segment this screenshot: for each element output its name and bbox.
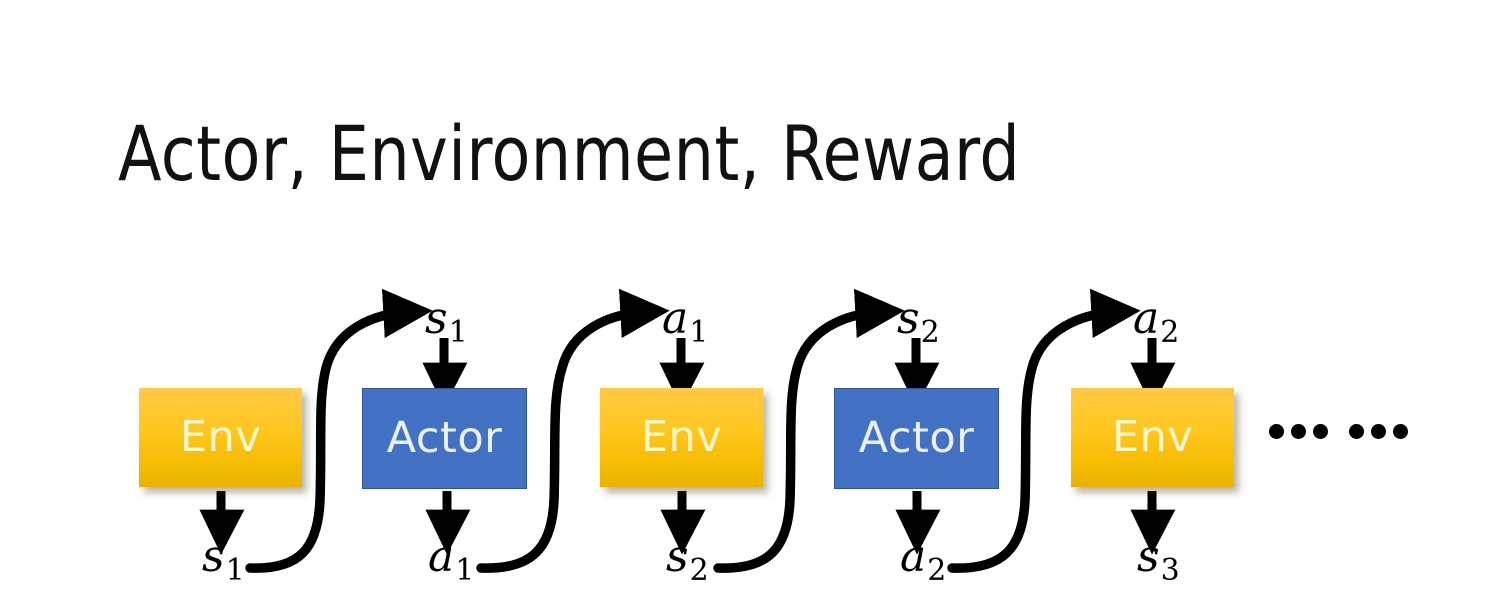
node-box-label: Actor <box>386 413 503 463</box>
page-title: Actor, Environment, Reward <box>118 109 1021 198</box>
ellipsis-dot <box>1313 424 1328 439</box>
label-base: s <box>666 531 689 582</box>
label-base: s <box>202 531 225 582</box>
label-base: a <box>900 531 927 582</box>
label-base: s <box>1137 531 1160 582</box>
label-subscript: 1 <box>689 315 709 350</box>
node-box-label: Env <box>640 412 723 462</box>
label-base: a <box>1133 293 1160 344</box>
node-box-label: Actor <box>858 413 975 463</box>
label-subscript: 3 <box>1160 553 1180 588</box>
label-subscript: 2 <box>920 315 940 350</box>
ellipsis-dot <box>1393 424 1408 439</box>
node-box-env3: Env <box>1071 388 1234 487</box>
label-subscript: 1 <box>455 553 475 588</box>
math-label-top-a2: a2 <box>1133 297 1179 348</box>
math-label-bot-s1: s1 <box>202 535 245 586</box>
label-base: s <box>897 293 920 344</box>
ellipsis-dot <box>1349 424 1364 439</box>
math-label-top-s2: s2 <box>897 297 940 348</box>
ellipsis-dot <box>1291 424 1306 439</box>
label-base: a <box>662 293 689 344</box>
label-subscript: 1 <box>448 315 468 350</box>
node-box-actor1: Actor <box>362 388 527 489</box>
node-box-actor2: Actor <box>834 388 999 489</box>
node-box-label: Env <box>1111 412 1194 462</box>
label-base: a <box>428 531 455 582</box>
label-subscript: 2 <box>689 553 709 588</box>
label-subscript: 2 <box>1160 315 1180 350</box>
math-label-bot-a2: a2 <box>900 535 946 586</box>
ellipsis-dot <box>1269 424 1284 439</box>
label-subscript: 1 <box>225 553 245 588</box>
node-box-label: Env <box>179 412 262 462</box>
math-label-top-s1: s1 <box>425 297 468 348</box>
node-box-env1: Env <box>139 388 302 487</box>
ellipsis-continuation <box>1269 424 1408 439</box>
node-box-env2: Env <box>600 388 763 487</box>
down-arrows-into-boxes <box>422 338 1176 408</box>
label-base: s <box>425 293 448 344</box>
down-arrows-out-of-boxes <box>199 491 1176 555</box>
math-label-bot-s2: s2 <box>666 535 709 586</box>
math-label-bot-a1: a1 <box>428 535 474 586</box>
label-subscript: 2 <box>927 553 947 588</box>
ellipsis-dot <box>1371 424 1386 439</box>
math-label-top-a1: a1 <box>662 297 708 348</box>
math-label-bot-s3: s3 <box>1137 535 1180 586</box>
